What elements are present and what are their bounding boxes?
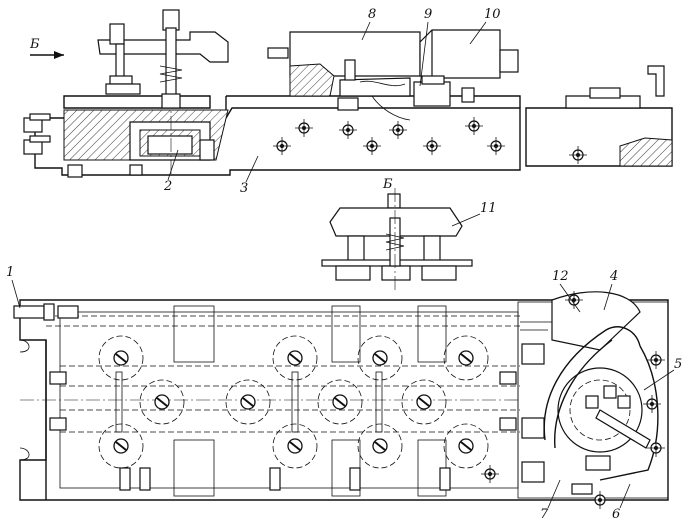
label-1: 1 — [6, 265, 14, 280]
label-4: 4 — [609, 269, 618, 284]
label-2: 2 — [163, 179, 172, 194]
view-title: Б — [382, 177, 393, 192]
label-10: 10 — [484, 7, 501, 22]
label-9: 9 — [424, 7, 432, 22]
view-arrow-label: Б — [29, 37, 40, 52]
label-6: 6 — [612, 507, 620, 522]
front-view-labels: 8 9 10 2 3 — [163, 7, 501, 196]
plan-view-labels: 1 12 4 5 7 6 — [6, 265, 682, 522]
label-12: 12 — [552, 269, 569, 284]
label-7: 7 — [540, 507, 549, 522]
view-b: Б 11 — [321, 177, 497, 290]
front-view: Б — [23, 9, 673, 178]
label-11: 11 — [480, 201, 497, 216]
label-8: 8 — [368, 7, 376, 22]
label-3: 3 — [240, 181, 248, 196]
label-5: 5 — [674, 357, 682, 372]
plan-view — [13, 290, 669, 510]
